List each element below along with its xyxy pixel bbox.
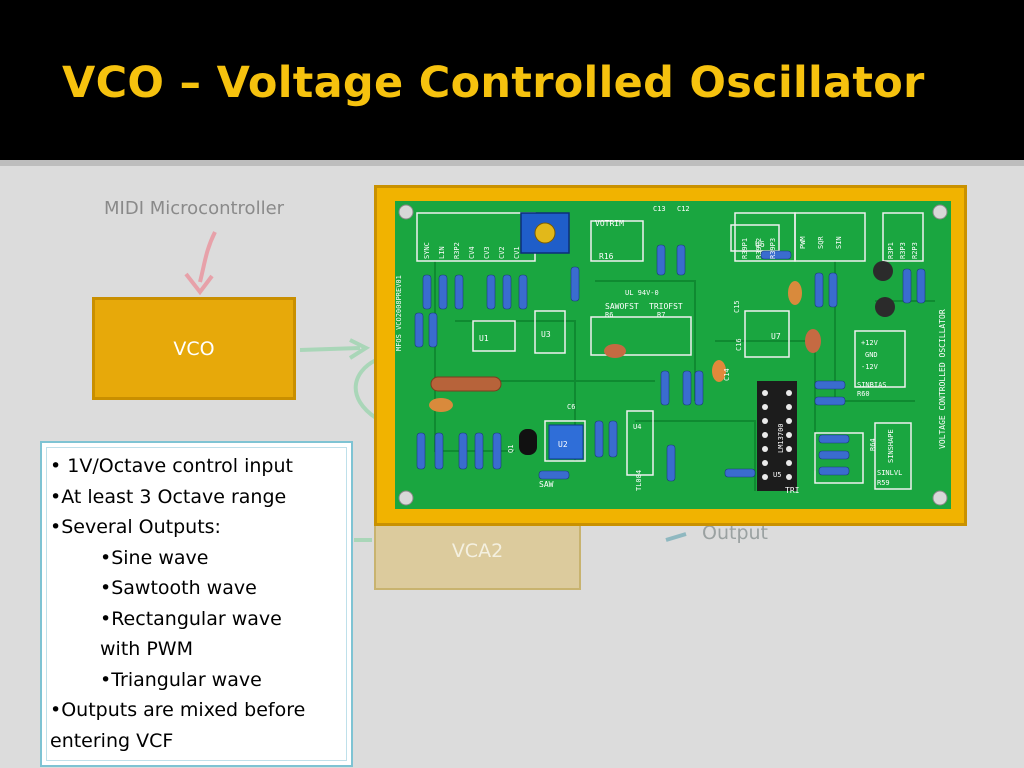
- pcb-hdr-r39p3: R39P3: [769, 238, 777, 259]
- pcb-r59: R59: [877, 479, 890, 487]
- feature-subitem: •Triangular wave: [100, 668, 262, 691]
- vco-label: VCO: [173, 337, 215, 360]
- midi-to-vco-arrow: [198, 231, 217, 283]
- pcb-vertical-label: VOLTAGE CONTROLLED OSCILLATOR: [938, 309, 947, 449]
- pcb-plus12v: +12V: [861, 339, 879, 347]
- pcb-r7: R7: [657, 311, 665, 319]
- midi-microcontroller-label: MIDI Microcontroller: [104, 198, 285, 219]
- pcb-c15: C15: [733, 300, 741, 313]
- pcb-hdr-cv3: CV3: [483, 246, 491, 259]
- pcb-r16: R16: [599, 252, 614, 261]
- pcb-triofst: TRIOFST: [649, 302, 683, 311]
- feature-list-inner-border: [46, 447, 347, 761]
- pcb-votrim: VOTRIM: [595, 219, 624, 228]
- pcb-hdr-sin: SIN: [835, 236, 843, 249]
- feature-item: •Outputs are mixed before: [50, 699, 306, 721]
- pcb-sinbias: SINBIAS: [857, 381, 887, 389]
- pcb-q1: Q1: [507, 445, 515, 453]
- pcb-sinlvl: SINLVL: [877, 469, 902, 477]
- feature-item: • 1V/Octave control input: [50, 455, 293, 477]
- pcb-hdr-cv2: CV2: [498, 246, 506, 259]
- feature-subitem-continued: with PWM: [100, 638, 193, 660]
- pcb-r60: R60: [857, 390, 870, 398]
- pcb-tri: TRI: [785, 486, 800, 495]
- pcb-chip-u5: U5: [773, 471, 781, 479]
- feature-item: •Several Outputs:: [50, 516, 221, 538]
- pcb-c16: C16: [735, 338, 743, 351]
- pcb-c14: C14: [723, 368, 731, 381]
- pcb-chip-u1: U1: [479, 334, 489, 343]
- feature-subitem: •Rectangular wave: [100, 607, 282, 630]
- pcb-chip-u6: U6: [755, 240, 765, 249]
- vco-to-pcb-arrow: [299, 346, 361, 352]
- pcb-r6: R6: [605, 311, 613, 319]
- feature-subitem: •Sine wave: [100, 546, 209, 569]
- vco-arrowhead: [348, 338, 371, 360]
- pcb-chip-u4: U4: [633, 423, 641, 431]
- pcb-ul: UL 94V-0: [625, 289, 659, 297]
- pcb-hdr-r3p2: R3P2: [453, 242, 461, 259]
- pcb-c12: C12: [677, 205, 690, 213]
- pcb-hdr-lin: LIN: [438, 246, 446, 259]
- pcb-hdr-r2p3: R2P3: [911, 242, 919, 259]
- pcb-sawofst: SAWOFST: [605, 302, 639, 311]
- pcb-chip-u3: U3: [541, 330, 551, 339]
- pcb-photo-frame: MFOS VCO2008PREV01 VOLTAGE CONTROLLED OS…: [374, 185, 967, 526]
- pcb-r64: R64: [869, 438, 877, 451]
- feature-list-box: • 1V/Octave control input •At least 3 Oc…: [40, 441, 353, 767]
- pcb-hdr-cv4: CV4: [468, 246, 476, 259]
- pcb-c13: C13: [653, 205, 666, 213]
- pcb-c6: C6: [567, 403, 575, 411]
- pcb-hdr-r3p3: R3P3: [899, 242, 907, 259]
- feature-list: • 1V/Octave control input •At least 3 Oc…: [42, 443, 351, 756]
- pcb-hdr-r3p1: R3P1: [887, 242, 895, 259]
- pcb-minus12v: -12V: [861, 363, 879, 371]
- pcb-chip-u7: U7: [771, 332, 781, 341]
- pcb-side-label: MFOS VCO2008PREV01: [395, 275, 403, 351]
- midi-arrowhead: [184, 272, 214, 296]
- vco-block: VCO: [92, 297, 296, 400]
- output-label: Output: [702, 522, 768, 544]
- pcb-sinshape: SINSHAPE: [887, 429, 895, 463]
- pcb-tl084: TL084: [635, 470, 643, 491]
- pcb-chip-u2: U2: [558, 440, 568, 449]
- pcb-hdr-r39p2: R39P2: [755, 238, 763, 259]
- pcb-hdr-pwm: PWM: [799, 236, 807, 249]
- to-output-arrow: [665, 532, 687, 542]
- vca2-label: VCA2: [451, 540, 504, 562]
- title-bar: [0, 0, 1024, 160]
- pcb-lm13700: LM13700: [777, 423, 785, 453]
- feature-subitem: •Sawtooth wave: [100, 577, 257, 599]
- pcb-hdr-cv1: CV1: [513, 246, 521, 259]
- pcb-hdr-r39p1: R39P1: [741, 238, 749, 259]
- loop-arrow: [353, 358, 378, 420]
- feature-item-continued: entering VCF: [50, 729, 174, 752]
- pcb-hdr-sync: SYNC: [423, 242, 431, 259]
- feature-item: •At least 3 Octave range: [50, 485, 287, 508]
- pcb-hdr-sqr: SQR: [817, 236, 825, 249]
- pcb-gnd: GND: [865, 351, 878, 359]
- pcb-board-image: MFOS VCO2008PREV01 VOLTAGE CONTROLLED OS…: [395, 201, 951, 509]
- title-separator: [0, 160, 1024, 166]
- slide-title: VCO – Voltage Controlled Oscillator: [62, 58, 925, 108]
- pcb-saw: SAW: [539, 480, 554, 489]
